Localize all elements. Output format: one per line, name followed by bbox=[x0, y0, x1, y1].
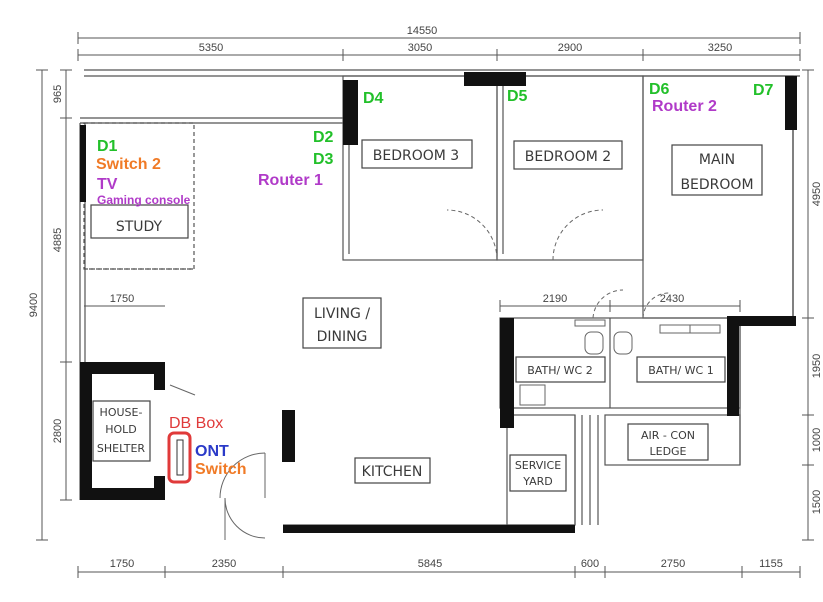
label-d5: D5 bbox=[507, 88, 528, 105]
room-living-l2: DINING bbox=[317, 329, 368, 345]
dim-left-total: 9400 bbox=[28, 293, 40, 317]
label-switch: Switch bbox=[195, 461, 247, 478]
dim-right-1: 4950 bbox=[811, 182, 823, 206]
db-box-highlight bbox=[167, 431, 192, 484]
dim-left-2: 4885 bbox=[52, 228, 64, 252]
dim-interior-1: 1750 bbox=[110, 293, 134, 305]
dim-right-4: 1500 bbox=[811, 490, 823, 514]
room-bedroom-3: BEDROOM 3 bbox=[373, 148, 459, 164]
room-service-l2: YARD bbox=[522, 475, 553, 488]
dim-right-2: 1950 bbox=[811, 354, 823, 378]
room-aircon-l2: LEDGE bbox=[649, 445, 686, 458]
dim-top-3: 2900 bbox=[558, 42, 582, 54]
room-shelter-l1: HOUSE- bbox=[100, 406, 143, 419]
dim-bottom-5: 2750 bbox=[661, 558, 685, 570]
room-shelter-l2: HOLD bbox=[105, 423, 137, 436]
room-aircon-l1: AIR - CON bbox=[641, 429, 695, 442]
dim-bottom-4: 600 bbox=[581, 558, 599, 570]
room-labels: STUDY BEDROOM 3 BEDROOM 2 MAIN BEDROOM L… bbox=[97, 148, 754, 488]
walls-thick bbox=[80, 72, 797, 533]
dim-interior-3: 2430 bbox=[660, 293, 684, 305]
label-router-2: Router 2 bbox=[652, 98, 717, 115]
dim-bottom-6: 1155 bbox=[759, 558, 783, 570]
label-d3: D3 bbox=[313, 151, 334, 168]
room-shelter-l3: SHELTER bbox=[97, 442, 145, 455]
dim-top-1: 5350 bbox=[199, 42, 223, 54]
room-service-l1: SERVICE bbox=[515, 459, 561, 472]
room-bath-1: BATH/ WC 1 bbox=[648, 364, 713, 377]
label-d6: D6 bbox=[649, 81, 670, 98]
db-box-symbol bbox=[176, 439, 184, 476]
dimension-labels: 14550 5350 3050 2900 3250 1750 2350 5845… bbox=[28, 25, 823, 570]
dim-bottom-3: 5845 bbox=[418, 558, 442, 570]
room-bath-2: BATH/ WC 2 bbox=[527, 364, 592, 377]
label-tv: TV bbox=[97, 176, 118, 193]
room-label-boxes bbox=[90, 139, 763, 492]
dim-top-2: 3050 bbox=[408, 42, 432, 54]
dim-top-total: 14550 bbox=[407, 25, 438, 37]
room-study: STUDY bbox=[116, 219, 163, 235]
dim-bottom-2: 2350 bbox=[212, 558, 236, 570]
bath-fixtures bbox=[519, 319, 721, 406]
dim-interior-2: 2190 bbox=[543, 293, 567, 305]
label-router-1: Router 1 bbox=[258, 172, 323, 189]
label-d7: D7 bbox=[753, 82, 774, 99]
dimension-lines bbox=[36, 32, 814, 578]
dim-left-1: 965 bbox=[52, 85, 64, 103]
room-living-l1: LIVING / bbox=[314, 306, 370, 322]
room-main-bedroom-l1: MAIN bbox=[699, 152, 735, 168]
label-d4: D4 bbox=[363, 90, 384, 107]
label-db-box: DB Box bbox=[169, 415, 223, 432]
label-switch-2: Switch 2 bbox=[96, 156, 161, 173]
label-gaming-console: Gaming console bbox=[97, 193, 191, 207]
walls-outline bbox=[79, 69, 800, 531]
network-annotations: D1 Switch 2 TV Gaming console D2 D3 Rout… bbox=[96, 81, 774, 484]
dim-right-3: 1000 bbox=[811, 428, 823, 452]
dim-bottom-1: 1750 bbox=[110, 558, 134, 570]
room-kitchen: KITCHEN bbox=[362, 464, 423, 480]
label-ont: ONT bbox=[195, 443, 229, 460]
room-bedroom-2: BEDROOM 2 bbox=[525, 149, 611, 165]
label-d2: D2 bbox=[313, 129, 334, 146]
dim-left-3: 2800 bbox=[52, 419, 64, 443]
dim-top-4: 3250 bbox=[708, 42, 732, 54]
room-main-bedroom-l2: BEDROOM bbox=[680, 177, 753, 193]
door-swings bbox=[169, 209, 670, 540]
label-d1: D1 bbox=[97, 138, 118, 155]
